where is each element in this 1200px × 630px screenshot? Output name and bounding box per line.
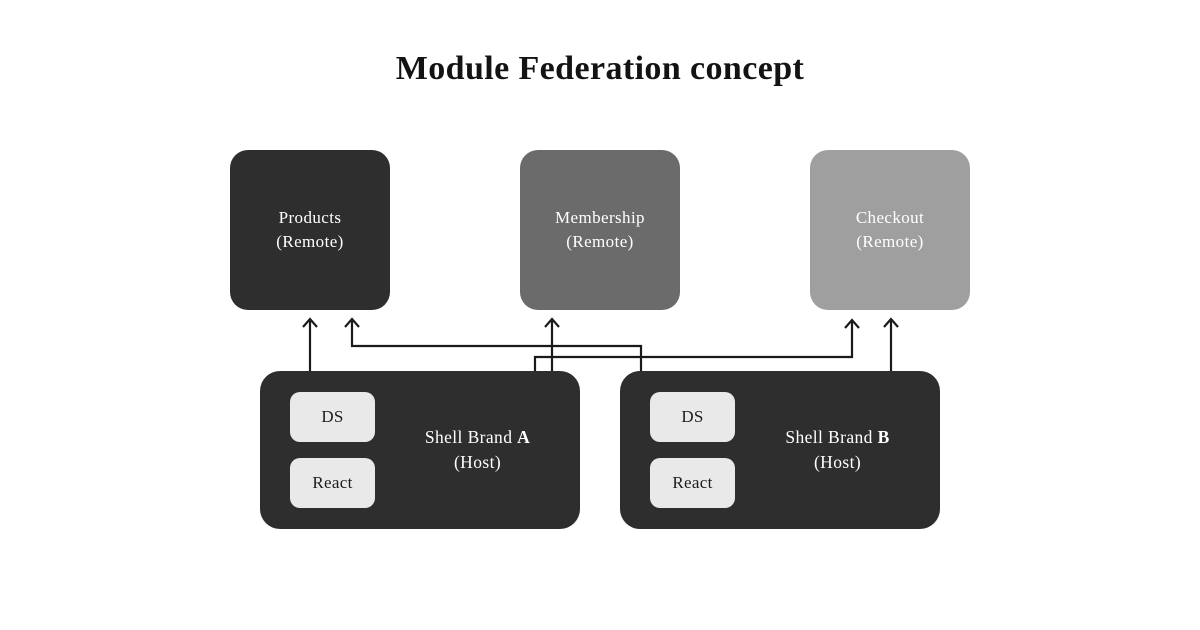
host-name: Shell Brand B [785,425,889,450]
remote-type-label: (Remote) [856,232,924,251]
remote-name: Checkout [855,208,925,228]
chip-react: React [290,458,375,508]
remote-name: Products [278,208,342,228]
remote-name: Membership [555,208,645,228]
host-label: Shell Brand B (Host) [735,371,940,529]
chip-ds: DS [290,392,375,442]
remote-box-checkout: Checkout (Remote) [810,150,970,310]
remote-type-label: (Remote) [566,232,634,251]
remote-type-label: (Remote) [276,232,344,251]
host-name-prefix: Shell Brand [424,426,518,447]
diagram-title: Module Federation concept [395,50,805,87]
host-brand-letter: A [517,426,531,447]
host-box-shell-b: DS React Shell Brand B (Host) [620,371,940,529]
chip-react: React [650,458,735,508]
host-name-prefix: Shell Brand [785,426,878,447]
host-name: Shell Brand A [425,425,530,450]
remote-box-products: Products (Remote) [230,150,390,310]
host-label: Shell Brand A (Host) [375,371,580,529]
host-box-shell-a: DS React Shell Brand A (Host) [260,371,580,529]
host-brand-letter: B [877,426,890,447]
chip-ds: DS [650,392,735,442]
host-type-label: (Host) [453,452,502,472]
remote-box-membership: Membership (Remote) [520,150,680,310]
host-type-label: (Host) [813,452,862,472]
